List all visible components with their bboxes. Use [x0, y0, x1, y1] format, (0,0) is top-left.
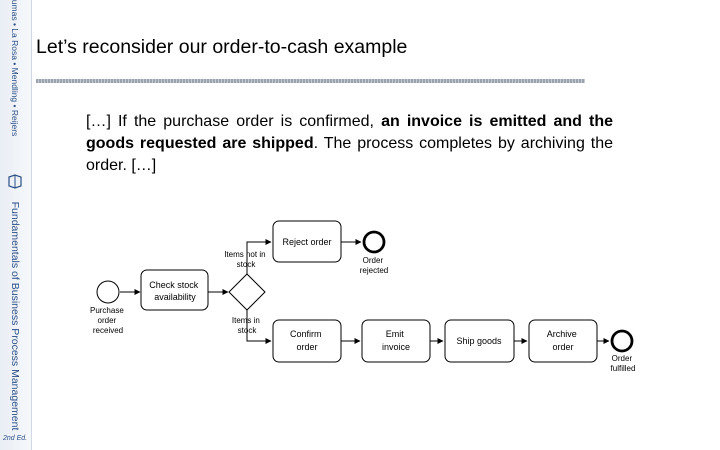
- start-event-circle: [96, 280, 120, 304]
- task-archive-order: [528, 319, 598, 363]
- book-logo-icon: [8, 174, 22, 189]
- sidebar: Dumas • La Rosa • Mendling • Reijers Fun…: [0, 0, 32, 450]
- sidebar-edition: 2nd Ed.: [3, 435, 28, 442]
- task-reject-order: [272, 220, 342, 263]
- start-event-label: Purchase order received: [90, 306, 126, 335]
- task-archive-order-label: Archive order: [547, 329, 580, 352]
- task-check-stock-label: Check stock availability: [149, 280, 201, 302]
- task-check-stock: [140, 269, 209, 311]
- task-ship-goods: [444, 319, 515, 363]
- title-divider: [36, 79, 585, 83]
- task-emit-invoice: [361, 319, 431, 363]
- exclusive-gateway: [228, 273, 266, 311]
- flow-gateway-confirm: [246, 310, 272, 344]
- task-emit-invoice-label: Emit invoice: [382, 329, 410, 352]
- task-confirm-order-label: Confirm order: [290, 329, 324, 352]
- gateway-label-not-in-stock: Items not in stock: [224, 250, 268, 269]
- task-confirm-order: [272, 319, 342, 363]
- paragraph-bold-text: an invoice is emitted and the goods requ…: [86, 113, 614, 152]
- end-event-fulfilled: [610, 329, 634, 353]
- paragraph-text-2: . The process completes by archiving the…: [86, 135, 614, 174]
- end-event-rejected-label: Order rejected: [360, 256, 388, 275]
- gateway-label-in-stock: Items in stock: [232, 316, 262, 335]
- task-reject-order-label: Reject order: [282, 237, 331, 247]
- paragraph-text-1: […] If the purchase order is confirmed,: [86, 113, 382, 130]
- task-ship-goods-label: Ship goods: [456, 336, 502, 346]
- end-event-rejected: [362, 230, 386, 254]
- end-event-fulfilled-label: Order fulfilled: [611, 354, 636, 373]
- flow-gateway-reject: [246, 239, 272, 274]
- slide-paragraph: […] If the purchase order is confirmed, …: [86, 111, 613, 177]
- slide-title: Let’s reconsider our order-to-cash examp…: [36, 36, 408, 58]
